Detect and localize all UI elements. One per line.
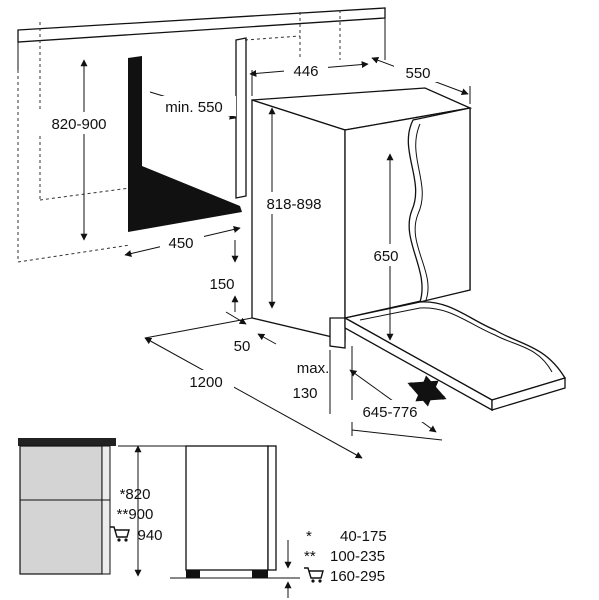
label-818-898: 818-898 (266, 196, 321, 213)
label-1200: 1200 (189, 374, 222, 391)
dim-650: 650 (364, 153, 408, 341)
dim-818-898: 818-898 (254, 107, 334, 309)
label-550: 550 (405, 65, 430, 82)
label-max: max. (297, 360, 330, 377)
label-min-550: min. 550 (165, 99, 223, 116)
side-view-dishwasher (118, 445, 300, 579)
countertop (17, 7, 386, 70)
legend-marker-1: * (306, 528, 312, 545)
legend-value-2: 100-235 (330, 548, 385, 565)
dim-446: 446 (249, 60, 369, 96)
dim-645-776: 645-776 (347, 369, 447, 441)
label-50: 50 (234, 338, 251, 355)
dim-550: 550 (371, 56, 471, 104)
label-450: 450 (168, 235, 193, 252)
dim-150: 150 (209, 240, 239, 312)
label-645-776: 645-776 (362, 404, 417, 421)
label-side-900: **900 (117, 506, 154, 523)
door-panel (407, 107, 471, 303)
label-446: 446 (293, 63, 318, 80)
dim-min-550: min. 550 (149, 91, 237, 120)
cart-icon (110, 526, 130, 542)
side-view-cabinet (18, 438, 116, 575)
label-150: 150 (209, 276, 234, 293)
dim-max-130: max. 130 (292, 346, 353, 436)
dim-1200: 1200 (144, 317, 363, 459)
niche-back-panel (235, 37, 247, 199)
legend-marker-2: ** (304, 548, 316, 565)
label-side-820: *820 (120, 486, 151, 503)
legend-cart-icon (304, 567, 324, 583)
label-820-900: 820-900 (51, 116, 106, 133)
dim-side-height: *820 **900 940 (110, 445, 163, 577)
legend: * 40-175 ** 100-235 160-295 (304, 528, 387, 585)
legend-value-3: 160-295 (330, 568, 385, 585)
dim-450: 450 (124, 226, 241, 257)
niche-dark-side (128, 56, 242, 232)
legend-value-1: 40-175 (340, 528, 387, 545)
dim-820-900: 820-900 (36, 59, 122, 241)
open-door (343, 301, 566, 412)
label-650: 650 (373, 248, 398, 265)
label-side-940: 940 (137, 527, 162, 544)
label-130: 130 (292, 385, 317, 402)
